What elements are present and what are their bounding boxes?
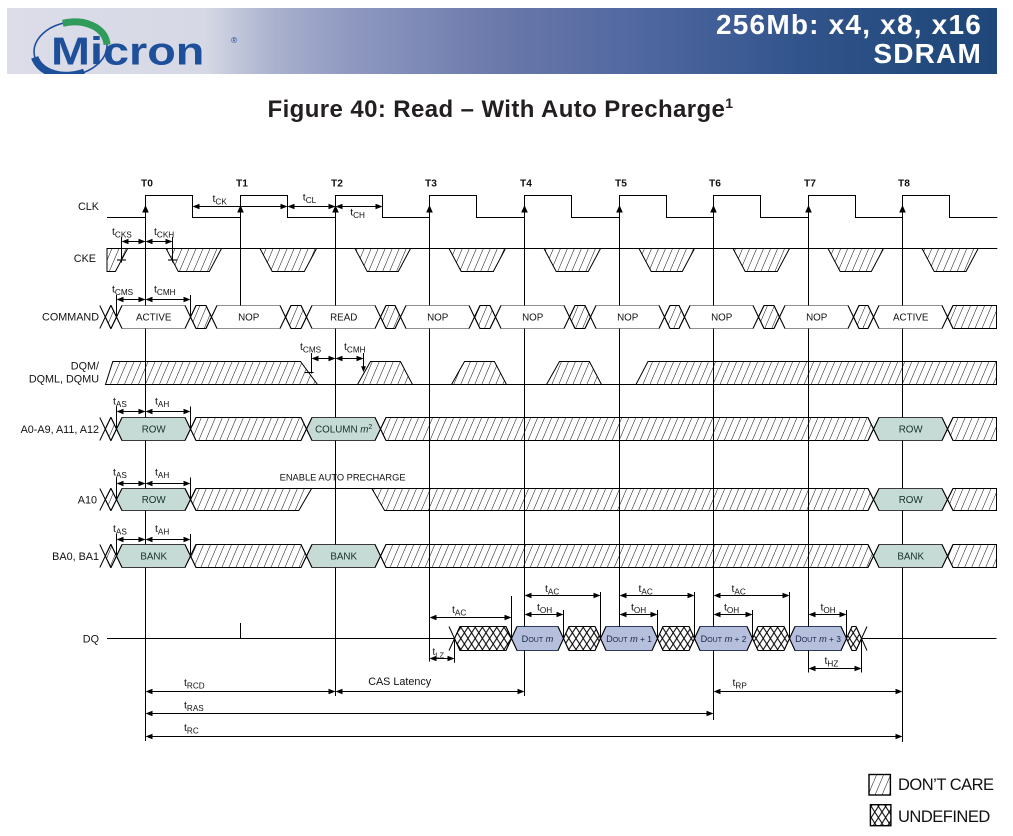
svg-text:®: ® bbox=[231, 35, 238, 45]
svg-text:DQ: DQ bbox=[83, 633, 99, 645]
svg-text:CAS Latency: CAS Latency bbox=[368, 676, 432, 688]
svg-text:tRC: tRC bbox=[184, 722, 199, 735]
svg-text:ACTIVE: ACTIVE bbox=[893, 313, 929, 324]
svg-text:tAS: tAS bbox=[113, 523, 127, 536]
svg-text:tAC: tAC bbox=[732, 583, 746, 596]
svg-text:tAC: tAC bbox=[452, 604, 466, 617]
svg-text:tRP: tRP bbox=[733, 677, 748, 690]
svg-text:NOP: NOP bbox=[711, 313, 733, 324]
svg-text:ROW: ROW bbox=[142, 495, 167, 506]
svg-text:T8: T8 bbox=[898, 179, 910, 190]
svg-text:T2: T2 bbox=[331, 179, 343, 190]
svg-text:tCKS: tCKS bbox=[112, 226, 132, 239]
svg-text:BANK: BANK bbox=[897, 552, 924, 563]
svg-text:tAH: tAH bbox=[155, 523, 169, 536]
svg-text:tAC: tAC bbox=[639, 583, 653, 596]
svg-text:tOH: tOH bbox=[821, 602, 836, 615]
svg-text:tOH: tOH bbox=[631, 602, 646, 615]
svg-text:tAC: tAC bbox=[545, 583, 559, 596]
svg-text:T4: T4 bbox=[520, 179, 532, 190]
svg-text:READ: READ bbox=[330, 313, 357, 324]
svg-text:DQML, DQMU: DQML, DQMU bbox=[29, 374, 99, 386]
svg-text:BANK: BANK bbox=[140, 552, 167, 563]
svg-text:tCMS: tCMS bbox=[300, 341, 322, 354]
svg-text:CLK: CLK bbox=[78, 201, 100, 213]
svg-text:tAH: tAH bbox=[155, 396, 169, 409]
svg-text:ENABLE AUTO PRECHARGE: ENABLE AUTO PRECHARGE bbox=[280, 473, 406, 483]
svg-text:ROW: ROW bbox=[899, 425, 924, 436]
svg-text:tHZ: tHZ bbox=[825, 655, 839, 668]
svg-text:NOP: NOP bbox=[238, 313, 260, 324]
svg-text:COLUMN m2: COLUMN m2 bbox=[315, 424, 372, 436]
svg-text:tRCD: tRCD bbox=[184, 677, 205, 690]
svg-text:T7: T7 bbox=[804, 179, 816, 190]
svg-text:tLZ: tLZ bbox=[433, 647, 445, 659]
svg-text:DON’T CARE: DON’T CARE bbox=[898, 776, 994, 794]
svg-text:tCMH: tCMH bbox=[344, 341, 366, 354]
svg-text:tAS: tAS bbox=[113, 396, 127, 409]
svg-text:NOP: NOP bbox=[427, 313, 449, 324]
svg-text:tCKH: tCKH bbox=[154, 226, 174, 239]
svg-text:CKE: CKE bbox=[74, 253, 96, 265]
svg-text:Micron: Micron bbox=[51, 30, 204, 73]
svg-text:BA0, BA1: BA0, BA1 bbox=[52, 551, 99, 563]
svg-text:T1: T1 bbox=[236, 179, 248, 190]
svg-text:NOP: NOP bbox=[617, 313, 639, 324]
svg-text:T5: T5 bbox=[615, 179, 627, 190]
svg-text:DOUT m: DOUT m bbox=[522, 634, 554, 644]
svg-text:tAS: tAS bbox=[113, 467, 127, 480]
svg-text:tAH: tAH bbox=[155, 467, 169, 480]
svg-text:tCMS: tCMS bbox=[112, 284, 134, 297]
svg-text:NOP: NOP bbox=[806, 313, 828, 324]
svg-text:tCH: tCH bbox=[350, 207, 365, 220]
svg-text:tOH: tOH bbox=[724, 602, 739, 615]
svg-text:A10: A10 bbox=[78, 495, 97, 507]
svg-text:COMMAND: COMMAND bbox=[42, 312, 99, 324]
svg-text:BANK: BANK bbox=[330, 552, 357, 563]
svg-text:UNDEFINED: UNDEFINED bbox=[898, 808, 990, 826]
svg-text:T3: T3 bbox=[425, 179, 437, 190]
svg-text:NOP: NOP bbox=[522, 313, 544, 324]
svg-text:ACTIVE: ACTIVE bbox=[136, 313, 172, 324]
svg-text:tCMH: tCMH bbox=[154, 284, 176, 297]
svg-text:tRAS: tRAS bbox=[184, 700, 204, 713]
svg-text:T6: T6 bbox=[709, 179, 721, 190]
svg-text:tCK: tCK bbox=[213, 193, 228, 206]
svg-text:ROW: ROW bbox=[899, 495, 924, 506]
svg-text:DQM/: DQM/ bbox=[71, 361, 99, 373]
svg-text:tCL: tCL bbox=[303, 192, 317, 205]
svg-text:tOH: tOH bbox=[537, 602, 552, 615]
svg-text:DOUT m + 3: DOUT m + 3 bbox=[795, 634, 841, 644]
svg-text:ROW: ROW bbox=[142, 425, 167, 436]
svg-text:T0: T0 bbox=[141, 179, 153, 190]
svg-text:DOUT m + 1: DOUT m + 1 bbox=[606, 634, 652, 644]
svg-text:A0-A9, A11, A12: A0-A9, A11, A12 bbox=[21, 424, 99, 436]
svg-text:DOUT m + 2: DOUT m + 2 bbox=[701, 634, 747, 644]
